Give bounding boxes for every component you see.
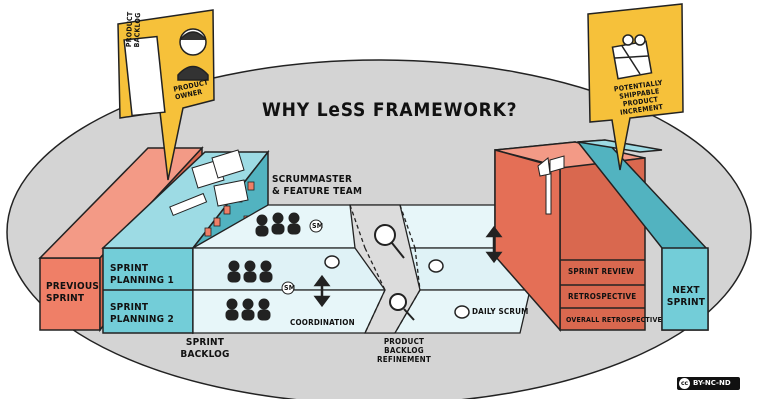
sm-badge-bottom: SM [284, 284, 296, 292]
review-retrospective-block [494, 141, 646, 332]
coordination-label: COORDINATION [290, 318, 355, 327]
sprint-planning-2-label: SPRINT PLANNING 2 [110, 302, 174, 325]
diagram-title: WHY LeSS FRAMEWORK? [262, 99, 518, 121]
cc-icon: cc [679, 378, 690, 389]
magnifier-icons [374, 224, 415, 321]
backlog-card-label: PRODUCT BACKLOG [125, 11, 143, 48]
previous-sprint-label: PREVIOUS SPRINT [46, 281, 100, 304]
license-text: BY-NC-ND [693, 379, 731, 387]
daily-scrum-label: DAILY SCRUM [472, 307, 529, 316]
overall-retrospective-label: OVERALL RETROSPECTIVE [566, 316, 663, 324]
sprint-planning-block [101, 149, 270, 335]
product-backlog-refinement-label: PRODUCT BACKLOG REFINEMENT [376, 337, 431, 365]
scrummaster-team-label: SCRUMMASTER & FEATURE TEAM [272, 174, 363, 197]
arrow-icons [313, 225, 503, 308]
sprint-review-label: SPRINT REVIEW [568, 267, 635, 276]
sprint-lanes [190, 204, 562, 334]
sprint-planning-1-label: SPRINT PLANNING 1 [110, 263, 174, 286]
speech-bubble-icons [324, 255, 470, 319]
sprint-backlog-label: SPRINT BACKLOG [180, 337, 230, 360]
team-people-icons [225, 212, 323, 321]
sm-badge-top: SM [312, 222, 324, 230]
next-sprint-label: NEXT SPRINT [666, 285, 706, 308]
increment-callout [587, 3, 684, 171]
retrospective-label: RETROSPECTIVE [568, 292, 637, 301]
product-owner-callout [117, 9, 215, 181]
